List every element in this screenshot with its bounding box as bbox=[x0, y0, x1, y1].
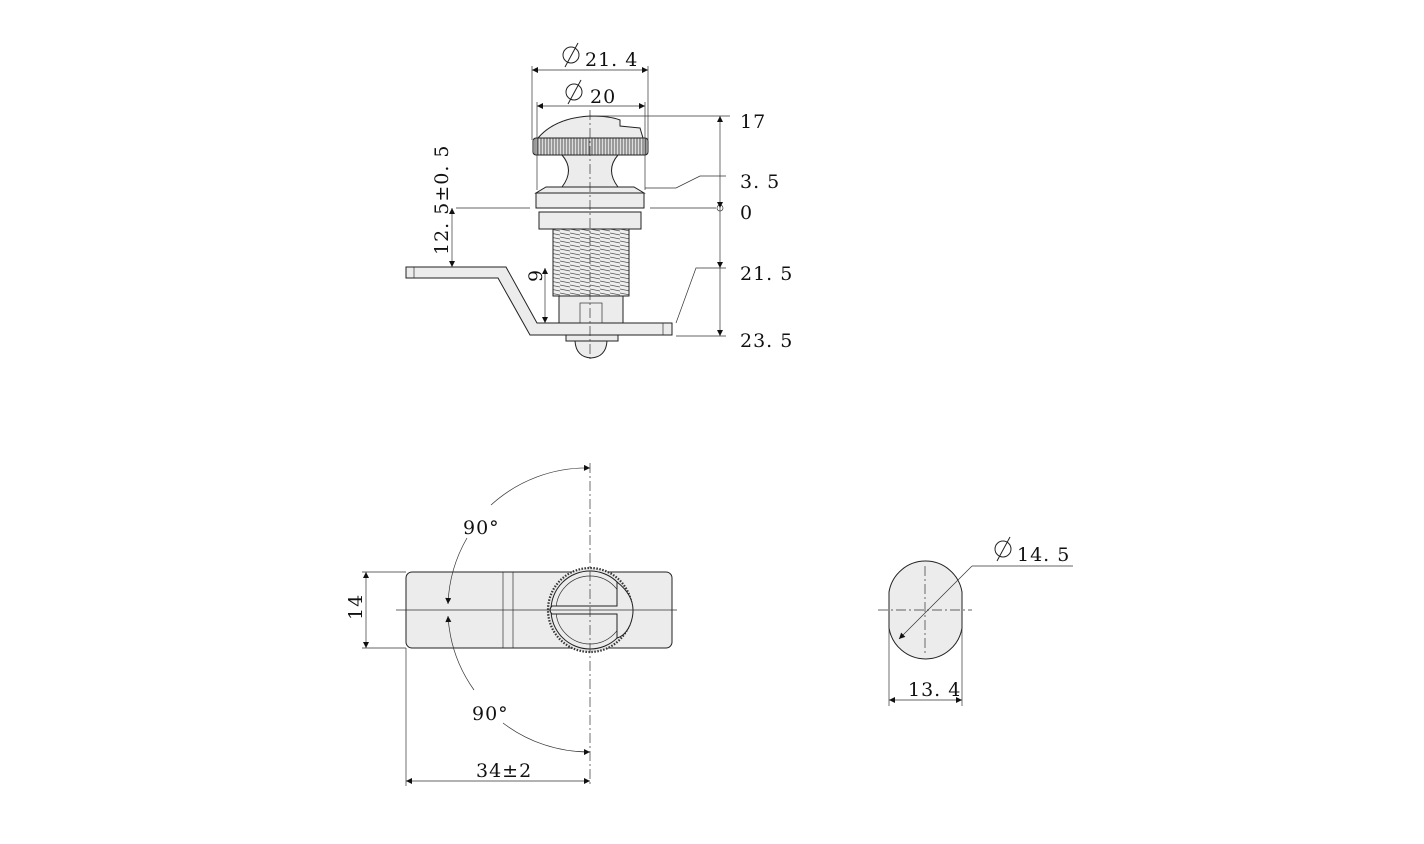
angle-bottom-label: 90° bbox=[472, 703, 509, 725]
dim-height-23-5: 23. 5 bbox=[740, 330, 793, 352]
front-view: 90° 90° 14 34±2 bbox=[345, 463, 677, 786]
dim-width: 14 bbox=[345, 594, 367, 620]
lock-body bbox=[558, 294, 624, 324]
dim-height-17: 17 bbox=[740, 111, 766, 133]
diameter-icon bbox=[565, 79, 583, 105]
side-view: 21. 4 20 17 3. 5 0 21. 5 23. 5 12. 5±0. … bbox=[405, 42, 793, 360]
dim-height-0: 0 bbox=[740, 202, 753, 224]
dim-key-dia: 14. 5 bbox=[1017, 544, 1070, 566]
dim-dia-inner: 20 bbox=[590, 86, 616, 108]
diameter-icon bbox=[562, 42, 580, 68]
knurled-ring bbox=[532, 137, 649, 156]
dim-dia-outer: 21. 4 bbox=[585, 49, 638, 71]
angle-top-label: 90° bbox=[463, 517, 500, 539]
dim-height-3-5: 3. 5 bbox=[740, 171, 780, 193]
thread bbox=[552, 227, 630, 297]
dim-thread-length: 9 bbox=[525, 269, 547, 282]
dim-flat: 13. 4 bbox=[908, 679, 961, 701]
dim-height-21-5: 21. 5 bbox=[740, 263, 793, 285]
bracket bbox=[405, 266, 673, 336]
screw bbox=[574, 340, 608, 359]
dim-length: 34±2 bbox=[476, 760, 532, 782]
key-view: 13. 4 14. 5 bbox=[878, 536, 1073, 706]
diameter-icon bbox=[994, 536, 1012, 562]
dim-panel-thickness: 12. 5±0. 5 bbox=[431, 144, 453, 255]
cap bbox=[536, 115, 644, 139]
